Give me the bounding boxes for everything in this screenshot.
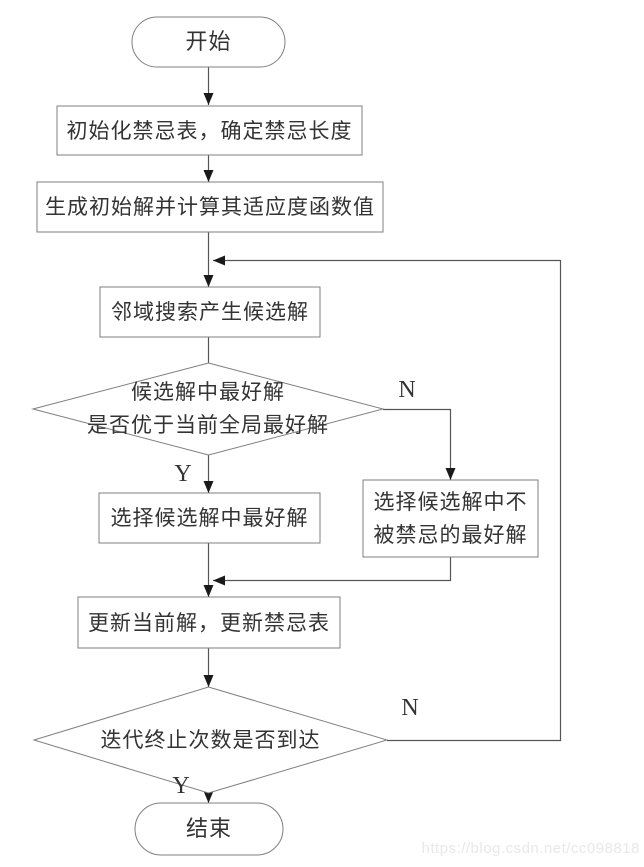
node-decision-terminate-shape	[32, 686, 389, 794]
watermark-text: https://blog.csdn.net/cc098818	[421, 840, 640, 857]
branch-label-decision2-yes: Y	[172, 773, 190, 799]
node-end-shape	[134, 802, 284, 856]
node-neighborhood-search-shape	[99, 286, 321, 338]
node-start-shape	[131, 16, 286, 68]
node-select-non-tabu-shape	[362, 479, 539, 558]
edge-nontabu-merge	[213, 557, 452, 586]
node-decision-better-shape	[31, 362, 385, 456]
branch-label-decision2-no: N	[401, 695, 419, 721]
edge-decision1-no	[383, 408, 456, 480]
node-generate-initial-shape	[36, 181, 384, 233]
connectors	[203, 67, 562, 803]
node-select-best-shape	[98, 492, 321, 544]
node-init-tabu-shape	[56, 105, 363, 156]
branch-label-decision1-no: N	[398, 377, 416, 403]
branch-label-decision1-yes: Y	[174, 461, 192, 487]
edge-decision2-no-loopback	[213, 255, 562, 742]
node-update-shape	[77, 596, 341, 649]
node-shapes	[31, 16, 539, 856]
